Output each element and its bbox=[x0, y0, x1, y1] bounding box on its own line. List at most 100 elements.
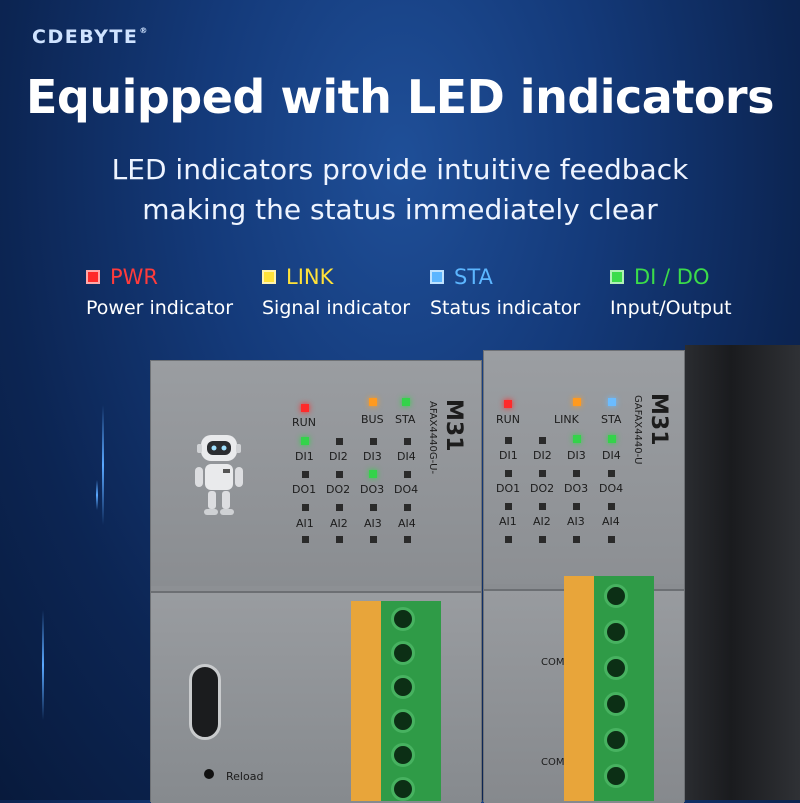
ai1-led bbox=[302, 504, 309, 511]
page-subtitle: LED indicators provide intuitive feedbac… bbox=[0, 150, 800, 230]
do2-led bbox=[539, 470, 546, 477]
di3-label: DI3 bbox=[567, 449, 586, 462]
extra-led bbox=[539, 536, 546, 543]
ai3-label: AI3 bbox=[567, 515, 585, 528]
link-led bbox=[573, 398, 581, 406]
di2-label: DI2 bbox=[533, 449, 552, 462]
do2-label: DO2 bbox=[326, 483, 351, 496]
run-led bbox=[301, 404, 309, 412]
extra-led bbox=[573, 536, 580, 543]
terminal-screw bbox=[604, 728, 628, 752]
module-2-part: GAFAX4440-U bbox=[632, 395, 643, 465]
ai3-led bbox=[573, 503, 580, 510]
legend-code: STA bbox=[454, 265, 493, 289]
module-2-model: M31 bbox=[646, 393, 671, 446]
legend-item-pwr: PWR Power indicator bbox=[86, 265, 233, 319]
link-label: LINK bbox=[554, 413, 579, 426]
ai2-label: AI2 bbox=[533, 515, 551, 528]
module-1-part: AFAX4440G-U- bbox=[427, 401, 438, 475]
ai3-led bbox=[370, 504, 377, 511]
ai4-led bbox=[404, 504, 411, 511]
usb-c-port[interactable] bbox=[189, 664, 221, 740]
do4-led bbox=[608, 470, 615, 477]
module-2-panel: RUN LINK STA DI1 DI2 DI3 DI4 DO1 DO2 DO3… bbox=[484, 351, 684, 584]
di3-led bbox=[370, 438, 377, 445]
ai2-led bbox=[539, 503, 546, 510]
di1-label: DI1 bbox=[295, 450, 314, 463]
red-led-icon bbox=[86, 270, 100, 284]
ai4-label: AI4 bbox=[398, 517, 416, 530]
legend-item-sta: STA Status indicator bbox=[430, 265, 580, 319]
terminal-screw bbox=[391, 641, 415, 665]
sta-led bbox=[608, 398, 616, 406]
terminal-screw bbox=[391, 675, 415, 699]
terminal-screw bbox=[391, 777, 415, 801]
light-streak bbox=[42, 610, 44, 720]
green-led-icon bbox=[610, 270, 624, 284]
di4-led bbox=[404, 438, 411, 445]
do4-label: DO4 bbox=[599, 482, 624, 495]
subtitle-line-1: LED indicators provide intuitive feedbac… bbox=[111, 153, 689, 186]
legend-code: LINK bbox=[286, 265, 334, 289]
run-led bbox=[504, 400, 512, 408]
di4-label: DI4 bbox=[397, 450, 416, 463]
bus-label: BUS bbox=[361, 413, 384, 426]
light-streak bbox=[102, 405, 104, 525]
do2-label: DO2 bbox=[530, 482, 555, 495]
io-device: RUN BUS STA DI1 DI2 DI3 DI4 DO1 DO2 DO3 … bbox=[150, 345, 800, 803]
ai1-led bbox=[505, 503, 512, 510]
di2-led bbox=[539, 437, 546, 444]
module-1-model: M31 bbox=[441, 399, 466, 452]
sta-led bbox=[402, 398, 410, 406]
reload-button[interactable] bbox=[204, 769, 214, 779]
do3-label: DO3 bbox=[360, 483, 385, 496]
blue-led-icon bbox=[430, 270, 444, 284]
ai2-label: AI2 bbox=[330, 517, 348, 530]
ai2-led bbox=[336, 504, 343, 511]
do4-label: DO4 bbox=[394, 483, 419, 496]
di2-label: DI2 bbox=[329, 450, 348, 463]
io-module-2: RUN LINK STA DI1 DI2 DI3 DI4 DO1 DO2 DO3… bbox=[483, 350, 685, 803]
ai4-led bbox=[608, 503, 615, 510]
legend-code: PWR bbox=[110, 265, 159, 289]
di3-led bbox=[573, 435, 581, 443]
do4-led bbox=[404, 471, 411, 478]
brand-logo: CDEBYTE® bbox=[32, 26, 149, 48]
extra-led bbox=[336, 536, 343, 543]
di1-led bbox=[505, 437, 512, 444]
extra-led bbox=[505, 536, 512, 543]
subtitle-line-2: making the status immediately clear bbox=[142, 193, 658, 226]
legend-description: Signal indicator bbox=[262, 297, 411, 319]
yellow-led-icon bbox=[262, 270, 276, 284]
terminal-block[interactable] bbox=[564, 576, 654, 801]
reload-label: Reload bbox=[226, 770, 264, 783]
terminal-screw bbox=[391, 709, 415, 733]
di4-led bbox=[608, 435, 616, 443]
extra-led bbox=[302, 536, 309, 543]
run-label: RUN bbox=[292, 416, 316, 429]
legend-item-link: LINK Signal indicator bbox=[262, 265, 410, 319]
di1-led bbox=[301, 437, 309, 445]
module-1-panel: RUN BUS STA DI1 DI2 DI3 DI4 DO1 DO2 DO3 … bbox=[151, 361, 481, 586]
legend-description: Status indicator bbox=[430, 297, 581, 319]
di4-label: DI4 bbox=[602, 449, 621, 462]
page-title: Equipped with LED indicators bbox=[26, 70, 775, 124]
do3-led bbox=[369, 470, 377, 478]
do1-label: DO1 bbox=[292, 483, 317, 496]
terminal-screw bbox=[604, 656, 628, 680]
light-streak bbox=[96, 480, 98, 510]
do1-label: DO1 bbox=[496, 482, 521, 495]
bus-led bbox=[369, 398, 377, 406]
ai3-label: AI3 bbox=[364, 517, 382, 530]
run-label: RUN bbox=[496, 413, 520, 426]
sta-label: STA bbox=[601, 413, 622, 426]
com-label: COM bbox=[541, 657, 565, 668]
terminal-block[interactable] bbox=[351, 601, 441, 801]
legend-item-dido: DI / DO Input/Output bbox=[610, 265, 732, 319]
di3-label: DI3 bbox=[363, 450, 382, 463]
com-label: COM bbox=[541, 757, 565, 768]
do1-led bbox=[302, 471, 309, 478]
di1-label: DI1 bbox=[499, 449, 518, 462]
extra-led bbox=[404, 536, 411, 543]
do3-label: DO3 bbox=[564, 482, 589, 495]
